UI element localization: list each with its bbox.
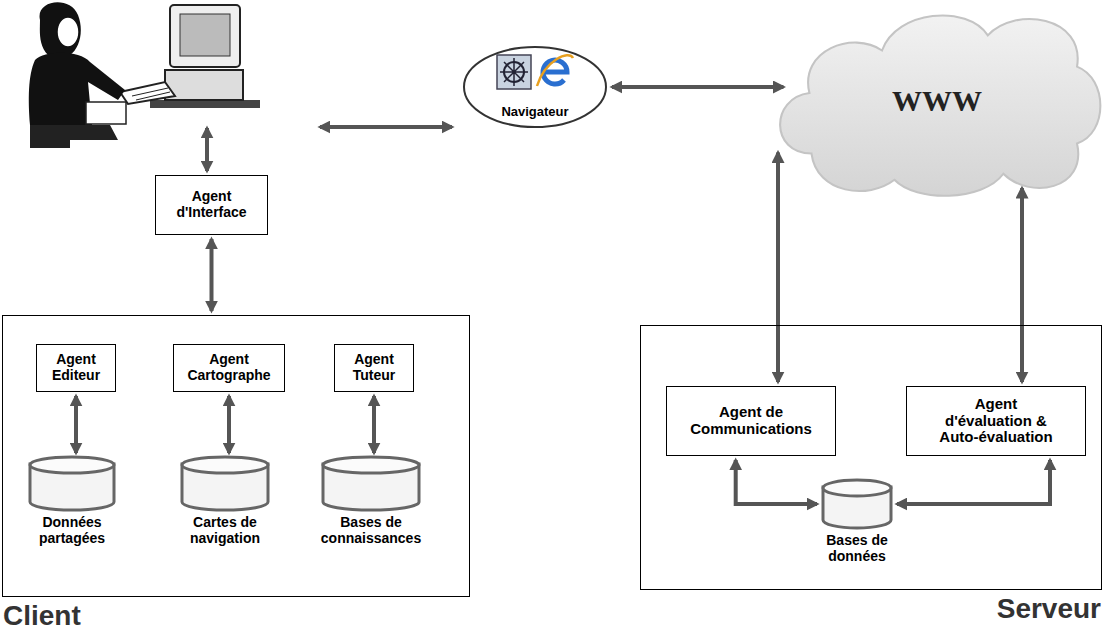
explorer-swoosh [537,55,573,86]
connector-arrow [736,460,817,504]
cloud-outline [780,15,1100,195]
jacket [29,53,125,125]
www-cloud: WWW [770,2,1104,200]
agent-label: Agent d'Interface [160,187,263,222]
database-cylinder: Cartes de navigation [180,456,270,511]
client-group: ClientAgent EditeurAgent CartographeAgen… [2,315,470,597]
cylinder-shape [321,456,421,511]
browser-label: Navigateur [462,105,608,120]
keys [132,88,170,100]
group-label: Client [3,600,81,631]
cylinder-top [323,457,419,473]
agent-box: Agent de Communications [666,386,836,456]
user-browser-arrow [320,125,452,129]
user-interface-arrow [205,128,209,171]
connector-arrow [1020,188,1024,382]
database-label: Bases de données [805,533,909,564]
keyboard [120,82,175,104]
legs [30,125,118,140]
hair [40,2,81,55]
cloud-label: WWW [892,84,982,118]
cylinder-shape [821,479,893,529]
cylinder-shape [28,456,116,511]
connector-arrow [210,239,214,311]
papers [86,102,126,124]
cylinder-shape [180,456,270,511]
agent-label: Agent Editeur [40,350,112,385]
cylinder-top [823,480,891,496]
database-label: Bases de connaissances [304,515,438,546]
connector-arrow [612,85,783,89]
connector-arrow [776,153,780,383]
database-cylinder: Bases de connaissances [321,456,421,511]
agent-label: Agent de Communications [672,402,830,440]
screen [180,14,230,56]
face [57,17,79,47]
database-label: Cartes de navigation [165,515,285,546]
desk [150,100,260,108]
agent-box: Agent Editeur [36,344,116,392]
browser-wheel-spokes [500,58,528,86]
browser-ellipse: Navigateur [462,45,608,129]
agent-label: Agent Cartographe [177,350,281,385]
agent-box: Agent d'Interface [155,175,268,235]
group-label: Serveur [997,593,1101,624]
user-at-computer [29,2,260,148]
computer-base [165,70,243,100]
database-label: Données partagées [12,515,132,546]
connector-arrow [227,396,231,453]
server-group: ServeurAgent de CommunicationsAgent d'év… [640,325,1102,590]
cylinder-top [30,457,114,473]
browser-icon [497,55,531,89]
database-cylinder: Bases de données [821,479,893,529]
database-cylinder: Données partagées [28,456,116,511]
connector-arrow [74,396,78,453]
agent-box: Agent d'évaluation & Auto-évaluation [906,386,1086,456]
explorer-icon [543,60,567,84]
agent-box: Agent Tuteur [334,344,414,392]
monitor [170,5,240,67]
agent-box: Agent Cartographe [173,344,285,392]
connector-arrow [372,396,376,453]
agent-label: Agent d'évaluation & Auto-évaluation [927,394,1065,448]
connector-arrow [897,460,1050,504]
cylinder-top [182,457,268,473]
agent-label: Agent Tuteur [338,350,410,385]
